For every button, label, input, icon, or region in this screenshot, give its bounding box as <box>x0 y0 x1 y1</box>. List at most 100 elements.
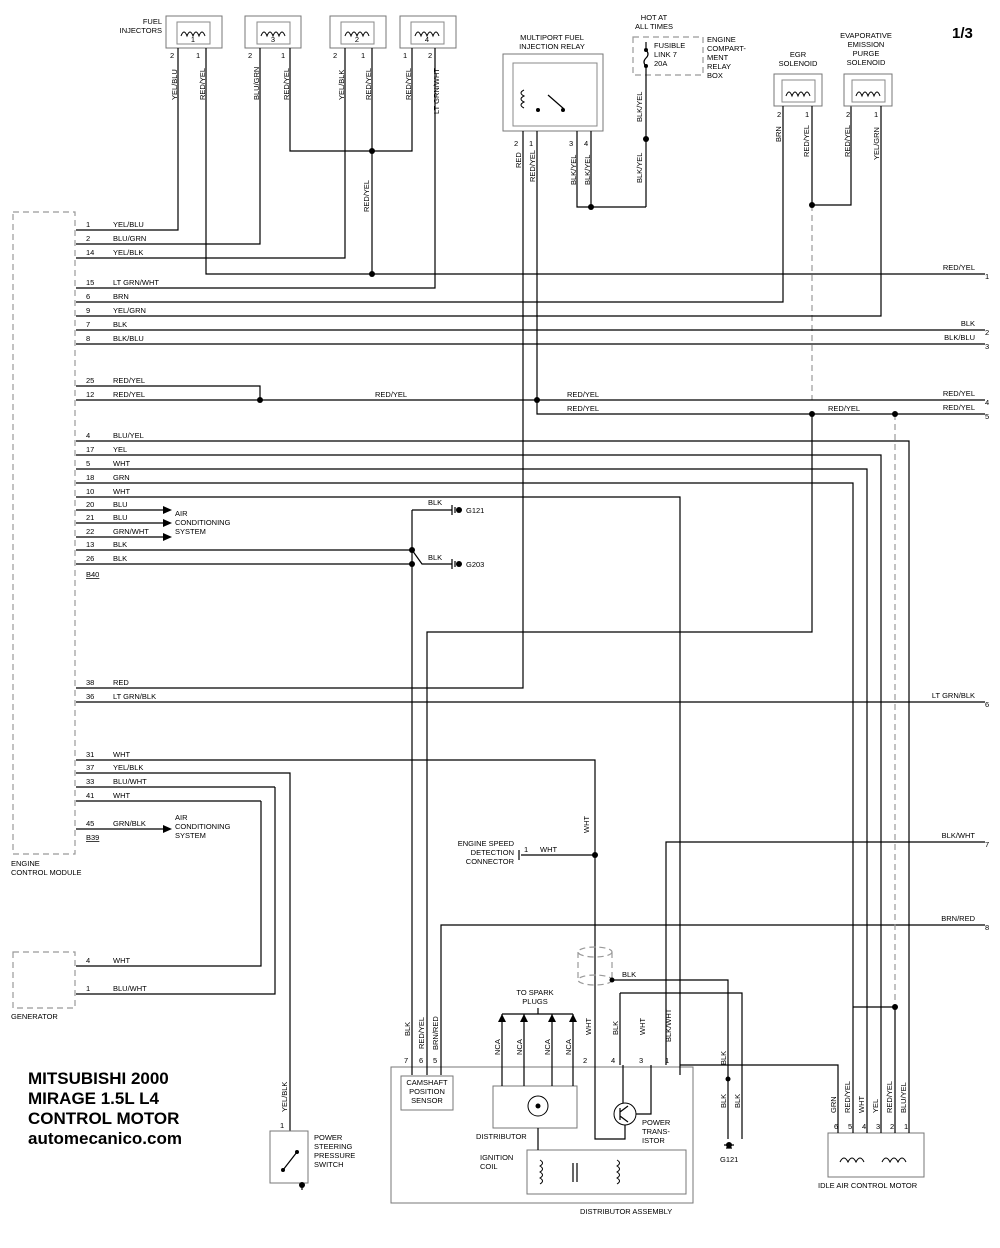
svg-text:2: 2 <box>890 1122 894 1131</box>
distributor <box>492 1085 578 1129</box>
ecm-pin-number: 18 <box>86 473 94 482</box>
ecm-pin-number: 45 <box>86 819 94 828</box>
svg-text:1: 1 <box>529 139 533 148</box>
egr-solenoid <box>773 73 823 107</box>
svg-text:1: 1 <box>191 35 195 44</box>
svg-text:YEL: YEL <box>871 1099 880 1113</box>
ecm-pin-number: 7 <box>86 320 90 329</box>
ecm-pin-color: LT GRN/WHT <box>113 278 159 287</box>
dist-wire-labels: BLK RED/YEL BRN/RED WHT BLK WHT BLK/WHT <box>403 1008 673 1050</box>
svg-text:RED/YEL: RED/YEL <box>885 1081 894 1113</box>
ecm-pin-color: YEL/BLK <box>113 248 143 257</box>
svg-text:1: 1 <box>281 51 285 60</box>
right-connection-color: BLK/WHT <box>942 831 976 840</box>
shielded-cable <box>577 946 729 1139</box>
relay-box-outline <box>632 36 704 76</box>
svg-text:1: 1 <box>196 51 200 60</box>
injector-wire-labels: YEL/BLU RED/YEL BLU/GRN RED/YEL YEL/BLK … <box>170 67 441 212</box>
injector-1: 1 <box>165 15 223 49</box>
ground-wires <box>409 509 452 1065</box>
svg-text:YEL/BLK: YEL/BLK <box>337 70 346 100</box>
ecm-pin-number: 14 <box>86 248 94 257</box>
mfi-relay <box>502 53 604 132</box>
injector-2: 2 <box>329 15 387 49</box>
svg-text:4: 4 <box>425 35 429 44</box>
svg-text:2: 2 <box>355 35 359 44</box>
ecm-pin-color: BLK <box>113 554 127 563</box>
svg-text:4: 4 <box>862 1122 866 1131</box>
g121-bottom-label: G121 <box>720 1155 738 1164</box>
iac-pin-numbers: 6 5 4 3 2 1 <box>834 1122 908 1131</box>
ecm-pin-number: 25 <box>86 376 94 385</box>
generator-label: GENERATOR <box>11 1012 58 1021</box>
svg-text:WHT: WHT <box>857 1096 866 1113</box>
ecm-pin-color: WHT <box>113 487 130 496</box>
svg-text:4: 4 <box>584 139 588 148</box>
ecm-pin-number: 36 <box>86 692 94 701</box>
egr-wire-label-2: RED/YEL <box>802 125 811 157</box>
fusible-link <box>643 42 649 68</box>
ecm-pin-number: 41 <box>86 791 94 800</box>
ecm-pin-number: 1 <box>86 220 90 229</box>
title-line-2: MIRAGE 1.5L L4 <box>28 1089 160 1108</box>
coil-blk-label: BLK <box>622 970 636 979</box>
ecm-pin-number: 37 <box>86 763 94 772</box>
ecm-pin-color: YEL/GRN <box>113 306 146 315</box>
ecm-pin-number: 8 <box>86 334 90 343</box>
ecm-pin-number: 22 <box>86 527 94 536</box>
svg-text:BLU/GRN: BLU/GRN <box>252 67 261 100</box>
ecm-pin-color: BLU <box>113 500 128 509</box>
injector-pin-numbers: 2 1 2 1 2 1 1 2 <box>170 51 432 60</box>
red-yel-mid-label: RED/YEL <box>375 390 407 399</box>
ecm-pin-color: GRN <box>113 473 130 482</box>
nca-labels: NCA NCA NCA NCA <box>493 1039 573 1055</box>
ecm-pin-color: BLU/YEL <box>113 431 144 440</box>
svg-text:2: 2 <box>248 51 252 60</box>
speed-wht-label: WHT <box>540 845 557 854</box>
evap-wires <box>76 106 882 317</box>
svg-text:BLK/YEL: BLK/YEL <box>569 155 578 185</box>
camshaft-sensor <box>400 1075 454 1111</box>
svg-text:BLK/WHT: BLK/WHT <box>664 1008 673 1042</box>
svg-text:BRN/RED: BRN/RED <box>431 1016 440 1050</box>
svg-text:1: 1 <box>904 1122 908 1131</box>
iac-wire-labels: GRN RED/YEL WHT YEL RED/YEL BLU/YEL <box>829 1081 908 1113</box>
ecm-pin-number: 12 <box>86 390 94 399</box>
ecm-pin-color: RED/YEL <box>113 376 145 385</box>
generator-wires <box>76 787 276 995</box>
ecm-pin-number: 38 <box>86 678 94 687</box>
svg-text:1: 1 <box>665 1056 669 1065</box>
distributor-label: DISTRIBUTOR <box>476 1132 527 1141</box>
speed-connector-wire <box>518 850 598 860</box>
svg-text:WHT: WHT <box>638 1018 647 1035</box>
egr-wire-label-1: BRN <box>774 126 783 142</box>
ecm-pin-number: 17 <box>86 445 94 454</box>
ecm-pin-number: 15 <box>86 278 94 287</box>
svg-text:BLK: BLK <box>611 1021 620 1035</box>
svg-text:RED: RED <box>514 152 523 168</box>
right-connection-number: 5 <box>985 412 989 421</box>
ecm-horizontal-wires <box>76 329 985 1131</box>
ecm-pin-number: 21 <box>86 513 94 522</box>
svg-text:RED/YEL: RED/YEL <box>364 68 373 100</box>
red-yel-relay-5-label: RED/YEL <box>567 404 599 413</box>
red-yel-egr-5-label: RED/YEL <box>828 404 860 413</box>
svg-text:RED/YEL: RED/YEL <box>417 1017 426 1049</box>
ecm-pin-number: 31 <box>86 750 94 759</box>
ignition-coil <box>526 1149 687 1195</box>
right-connection-color: BLK <box>961 319 975 328</box>
right-connection-color: BLK/BLU <box>944 333 975 342</box>
ecm-pin-color: RED <box>113 678 129 687</box>
right-connection-number: 3 <box>985 342 989 351</box>
svg-text:RED/YEL: RED/YEL <box>404 68 413 100</box>
